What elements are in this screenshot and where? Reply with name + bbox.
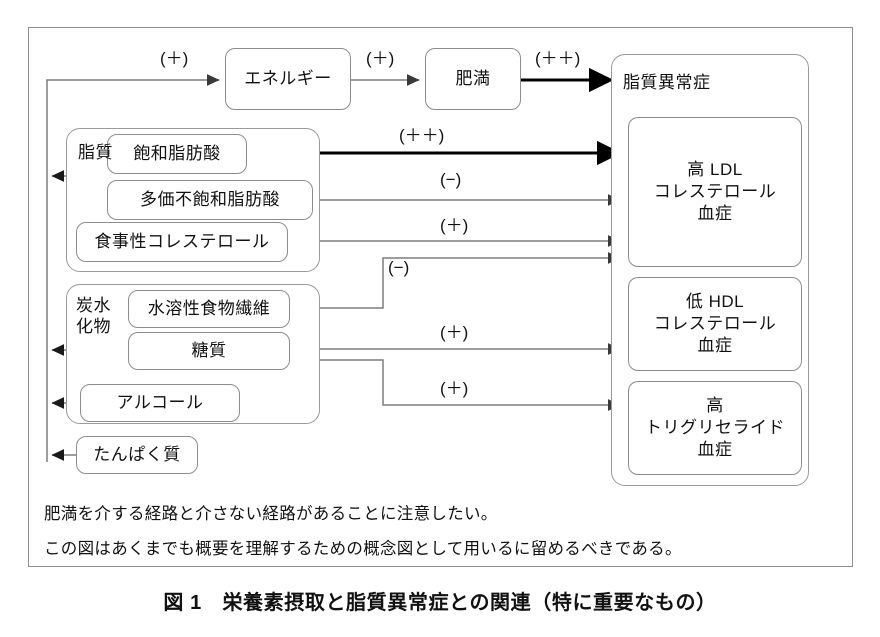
node-sugar[interactable]: 糖質 <box>128 332 290 370</box>
figure-note-2: この図はあくまでも概要を理解するための概念図として用いるに留めるべきである。 <box>44 540 682 558</box>
node-high-tg-line1: 高 <box>706 396 724 416</box>
edge-fiber-to-ldl <box>290 252 621 309</box>
edge-label-fiber-to-ldl: (−) <box>388 258 410 277</box>
group-label-lipid: 脂質 <box>78 143 113 162</box>
node-saturated-fatty-acid[interactable]: 飽和脂肪酸 <box>107 134 247 174</box>
node-alcohol[interactable]: アルコール <box>80 384 240 422</box>
node-dietary-cholesterol[interactable]: 食事性コレステロール <box>76 222 288 262</box>
node-high-ldl-line2: コレステロール <box>653 182 777 202</box>
node-high-tg-line2: トリグリセライド <box>645 418 785 438</box>
edge-sugar-to-tg <box>290 359 621 411</box>
node-high-triglyceride[interactable]: 高 トリグリセライド 血症 <box>628 381 802 475</box>
node-low-hdl-line1: 低 HDL <box>685 292 745 312</box>
node-high-ldl-line1: 高 LDL <box>687 160 743 180</box>
node-protein[interactable]: たんぱく質 <box>76 436 198 474</box>
node-high-ldl-line3: 血症 <box>697 203 733 223</box>
group-label-carbohydrate-line2: 化物 <box>76 317 111 337</box>
node-low-hdl-line2: コレステロール <box>653 314 777 334</box>
node-low-hdl-line3: 血症 <box>697 335 733 355</box>
node-polyunsaturated-fatty-acid[interactable]: 多価不飽和脂肪酸 <box>107 180 313 220</box>
edge-label-sfa-to-ldl: (＋＋) <box>399 126 445 145</box>
edge-label-sugar-to-hdl: (＋) <box>440 323 469 342</box>
figure-title: 図 1 栄養素摂取と脂質異常症との関連（特に重要なもの） <box>163 592 717 614</box>
group-label-carbohydrate: 炭水 化物 <box>76 295 111 337</box>
edge-label-pufa-to-ldl: (−) <box>440 170 462 189</box>
edge-label-cholesterol-to-ldl: (＋) <box>440 216 469 235</box>
group-label-carbohydrate-line1: 炭水 <box>76 296 111 315</box>
node-high-tg-line3: 血症 <box>697 439 733 459</box>
edge-label-obesity-to-dyslipidemia: (＋＋) <box>535 49 581 68</box>
node-high-ldl[interactable]: 高 LDL コレステロール 血症 <box>628 117 802 267</box>
figure-frame <box>28 27 853 567</box>
figure-note-1: 肥満を介する経路と介さない経路があることに注意したい。 <box>44 505 498 523</box>
edge-bus-to-energy <box>46 74 220 462</box>
node-soluble-dietary-fiber[interactable]: 水溶性食物繊維 <box>128 290 290 328</box>
group-label-dyslipidemia: 脂質異常症 <box>623 73 711 92</box>
edge-label-energy-to-obesity: (＋) <box>366 49 395 68</box>
node-low-hdl[interactable]: 低 HDL コレステロール 血症 <box>628 277 802 371</box>
edge-label-sugar-to-tg: (＋) <box>440 379 469 398</box>
node-energy[interactable]: エネルギー <box>225 48 351 110</box>
node-obesity[interactable]: 肥満 <box>425 48 521 110</box>
edge-label-to-energy: (＋) <box>160 49 189 68</box>
